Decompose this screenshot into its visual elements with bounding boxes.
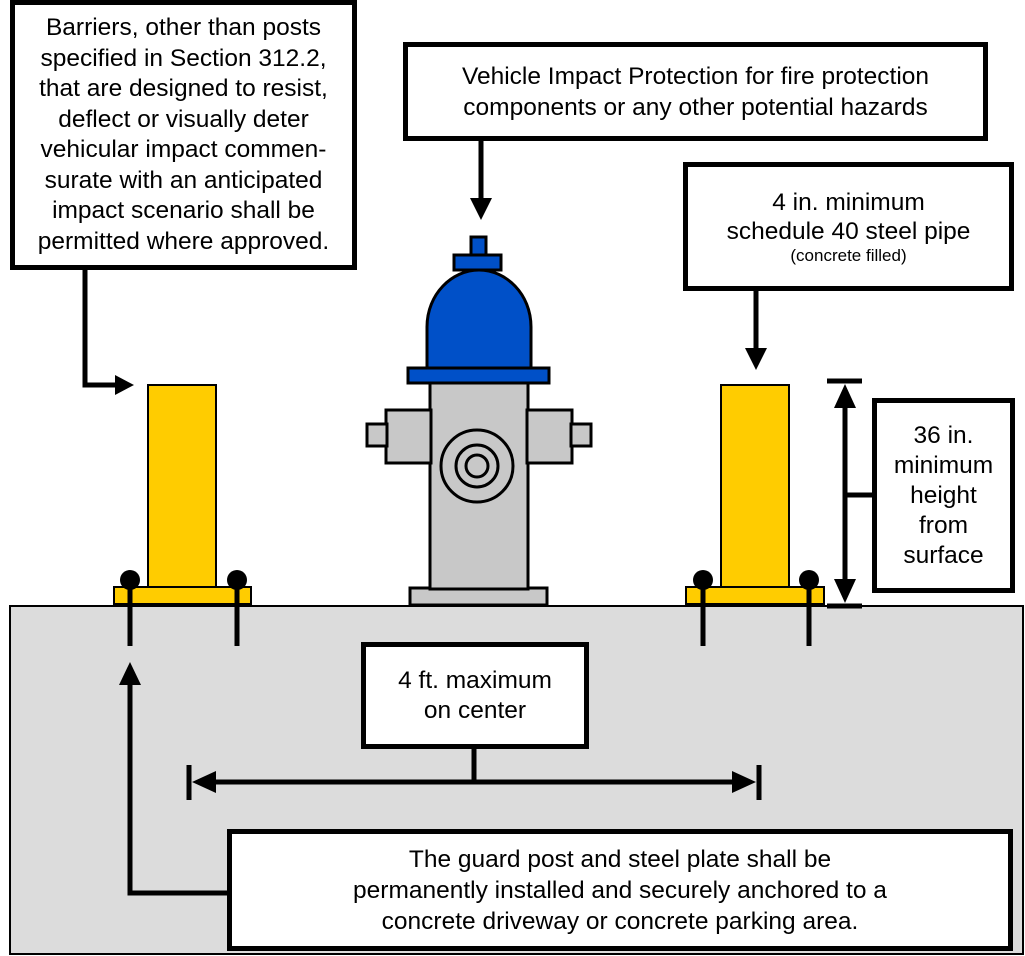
anchoring-callout-line-3: concrete driveway or concrete parking ar… — [381, 907, 859, 935]
pipe-arrowhead — [745, 348, 767, 370]
pipe-spec-callout: 4 in. minimum schedule 40 steel pipe (co… — [683, 162, 1014, 291]
barriers-callout-line-3: that are designed to resist, — [39, 75, 328, 102]
hydrant-bonnet-flange — [406, 366, 551, 385]
height-callout: 36 in. minimum height from surface — [872, 398, 1015, 593]
height-dimension-top-arrowhead — [834, 384, 856, 408]
height-callout-line-3: height — [910, 481, 977, 509]
right-guard-post — [685, 384, 825, 646]
height-dimension — [827, 378, 872, 609]
hydrant-top-flange — [452, 253, 503, 272]
pipe-spec-callout-line-2: schedule 40 steel pipe — [726, 217, 971, 245]
height-callout-line-2: minimum — [893, 451, 994, 479]
anchoring-callout: The guard post and steel plate shall be … — [227, 829, 1013, 951]
barriers-callout-line-6: surate with an anticipated — [44, 166, 323, 194]
right-post-base-plate — [685, 586, 825, 605]
barriers-callout-line-8: permitted where approved. — [37, 227, 330, 255]
spacing-callout-line-1: 4 ft. maximum — [398, 666, 552, 694]
anchoring-callout-line-1: The guard post and steel plate shall be — [408, 845, 832, 873]
right-anchor-bolt-1-head — [693, 570, 713, 590]
pipe-spec-callout-note: (concrete filled) — [790, 245, 907, 265]
barriers-arrowhead — [115, 375, 134, 395]
anchoring-arrowhead — [119, 662, 141, 685]
barriers-callout-line-1: Barriers, other than posts — [45, 14, 322, 41]
height-dimension-bottom-arrowhead — [834, 579, 856, 603]
hydrant-left-nozzle — [384, 408, 433, 465]
spacing-dimension-left-arrowhead — [192, 771, 216, 793]
hydrant-base — [408, 586, 549, 607]
hydrant-operating-nut — [469, 235, 488, 257]
leader-arrows — [82, 141, 767, 896]
vehicle-impact-arrowhead — [470, 198, 492, 220]
spacing-dimension — [186, 749, 762, 800]
hydrant-outlet-inner — [464, 453, 490, 479]
left-anchor-bolt-1-head — [120, 570, 140, 590]
anchoring-leader-line — [127, 683, 227, 896]
height-callout-line-1: 36 in. — [913, 421, 974, 449]
barriers-callout-line-2: specified in Section 312.2, — [40, 44, 327, 72]
vehicle-impact-callout: Vehicle Impact Protection for fire prote… — [403, 42, 988, 141]
barriers-callout-line-7: impact scenario shall be — [52, 197, 315, 224]
height-callout-line-5: surface — [903, 541, 984, 569]
spacing-callout-line-2: on center — [423, 696, 527, 724]
left-guard-post — [113, 384, 252, 646]
barriers-callout: Barriers, other than posts specified in … — [10, 0, 357, 270]
barriers-callout-line-5: vehicular impact commen- — [40, 136, 327, 163]
right-anchor-bolt-2-head — [799, 570, 819, 590]
fire-hydrant — [365, 235, 593, 607]
spacing-dimension-right-arrowhead — [732, 771, 756, 793]
left-post-pipe — [147, 384, 217, 588]
hydrant-bonnet — [425, 268, 533, 371]
barriers-leader-line — [82, 270, 118, 388]
hydrant-right-nozzle — [525, 408, 574, 465]
height-callout-line-4: from — [919, 511, 968, 539]
barriers-callout-line-4: deflect or visually deter — [58, 105, 309, 133]
spacing-callout: 4 ft. maximum on center — [361, 642, 589, 749]
right-post-pipe — [720, 384, 790, 588]
hydrant-right-nozzle-cap — [569, 422, 593, 448]
vehicle-impact-callout-line-1: Vehicle Impact Protection for fire prote… — [461, 62, 930, 90]
vehicle-impact-callout-line-2: components or any other potential hazard… — [463, 93, 928, 121]
hydrant-left-nozzle-cap — [365, 422, 389, 448]
left-post-base-plate — [113, 586, 252, 605]
left-anchor-bolt-2-head — [227, 570, 247, 590]
anchoring-callout-line-2: permanently installed and securely ancho… — [353, 876, 887, 904]
pipe-spec-callout-line-1: 4 in. minimum — [772, 188, 925, 216]
